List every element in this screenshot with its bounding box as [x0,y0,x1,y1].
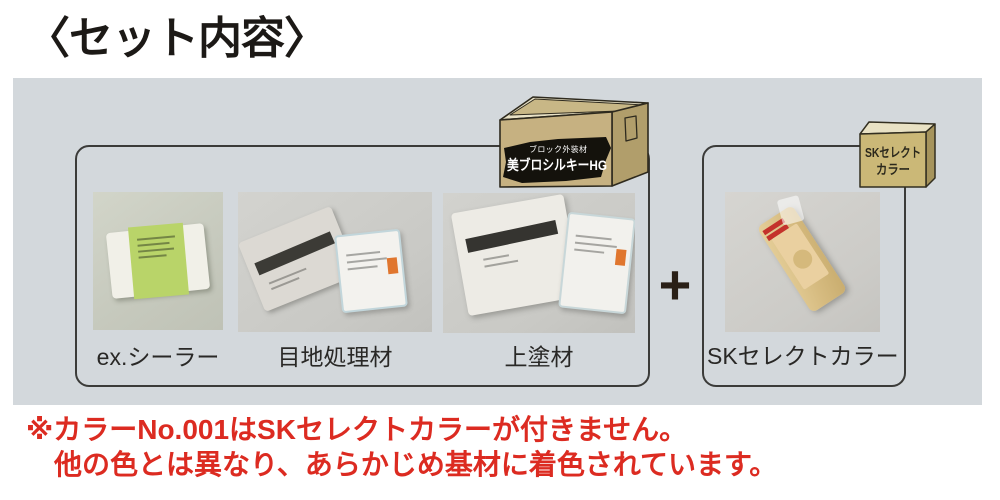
page-title: 〈セット内容〉 [26,14,328,63]
label-text-line [138,254,167,259]
label-text-line [347,265,378,271]
item-label-select-color: SKセレクトカラー [707,343,899,369]
carton-brush-label [503,137,611,183]
label-text-line [575,234,612,241]
label-text-line [574,241,617,248]
main-set-frame [75,145,650,387]
label-text-line [136,235,175,241]
option-carton-text-line2: カラー [876,162,910,177]
bag-title-strip [465,220,559,253]
topcoat-small-bag-shape [558,211,635,315]
item-label-topcoat: 上塗材 [504,344,574,370]
sealer-green-band [127,222,189,300]
label-text-line [137,247,174,253]
option-carton-text-line1: SKセレクト [865,145,921,160]
carton-tagline-text: ブロック外装材 [529,144,587,154]
footnote-line-1: ※カラーNo.001はSKセレクトカラーが付きません。 [26,414,688,445]
topcoat-product-photo [443,193,635,333]
label-text-line [574,248,605,254]
joint-filler-small-bag-shape [334,228,408,314]
option-carton-side-face [925,123,936,188]
item-label-sealer: ex.シーラー [96,344,220,370]
footnote-line-2: 他の色とは異なり、あらかじめ基材に着色されています。 [54,449,778,480]
sealer-bag-shape [105,222,211,300]
select-color-product-photo [725,192,880,332]
option-set-frame [702,145,906,387]
option-carton-box-icon: SKセレクト カラー [859,121,936,188]
plus-icon: + [658,253,692,316]
label-text-line [346,250,381,257]
carton-box-icon: ブロック外装材 美ブロシルキーHG [499,96,649,188]
label-text-line [346,257,387,264]
bag-orange-mark [614,248,627,266]
option-carton-front-face [859,131,927,188]
footnote: ※カラーNo.001はSKセレクトカラーが付きません。 他の色とは異なり、あらか… [26,412,777,482]
joint-filler-product-photo [238,192,432,332]
color-tube-shape [756,194,848,314]
label-text-line [137,241,170,247]
label-text-line [484,259,519,268]
sealer-product-photo [93,192,223,330]
tube-color-dot [789,246,816,273]
item-label-joint-filler: 目地処理材 [277,344,393,370]
carton-side-face [611,102,649,187]
bag-title-strip [254,231,335,276]
carton-name-text: 美ブロシルキーHG [507,157,607,173]
label-text-line [483,254,510,261]
carton-handle-hole [624,115,638,142]
tube-label-area [771,223,830,290]
bag-orange-mark [386,257,399,275]
